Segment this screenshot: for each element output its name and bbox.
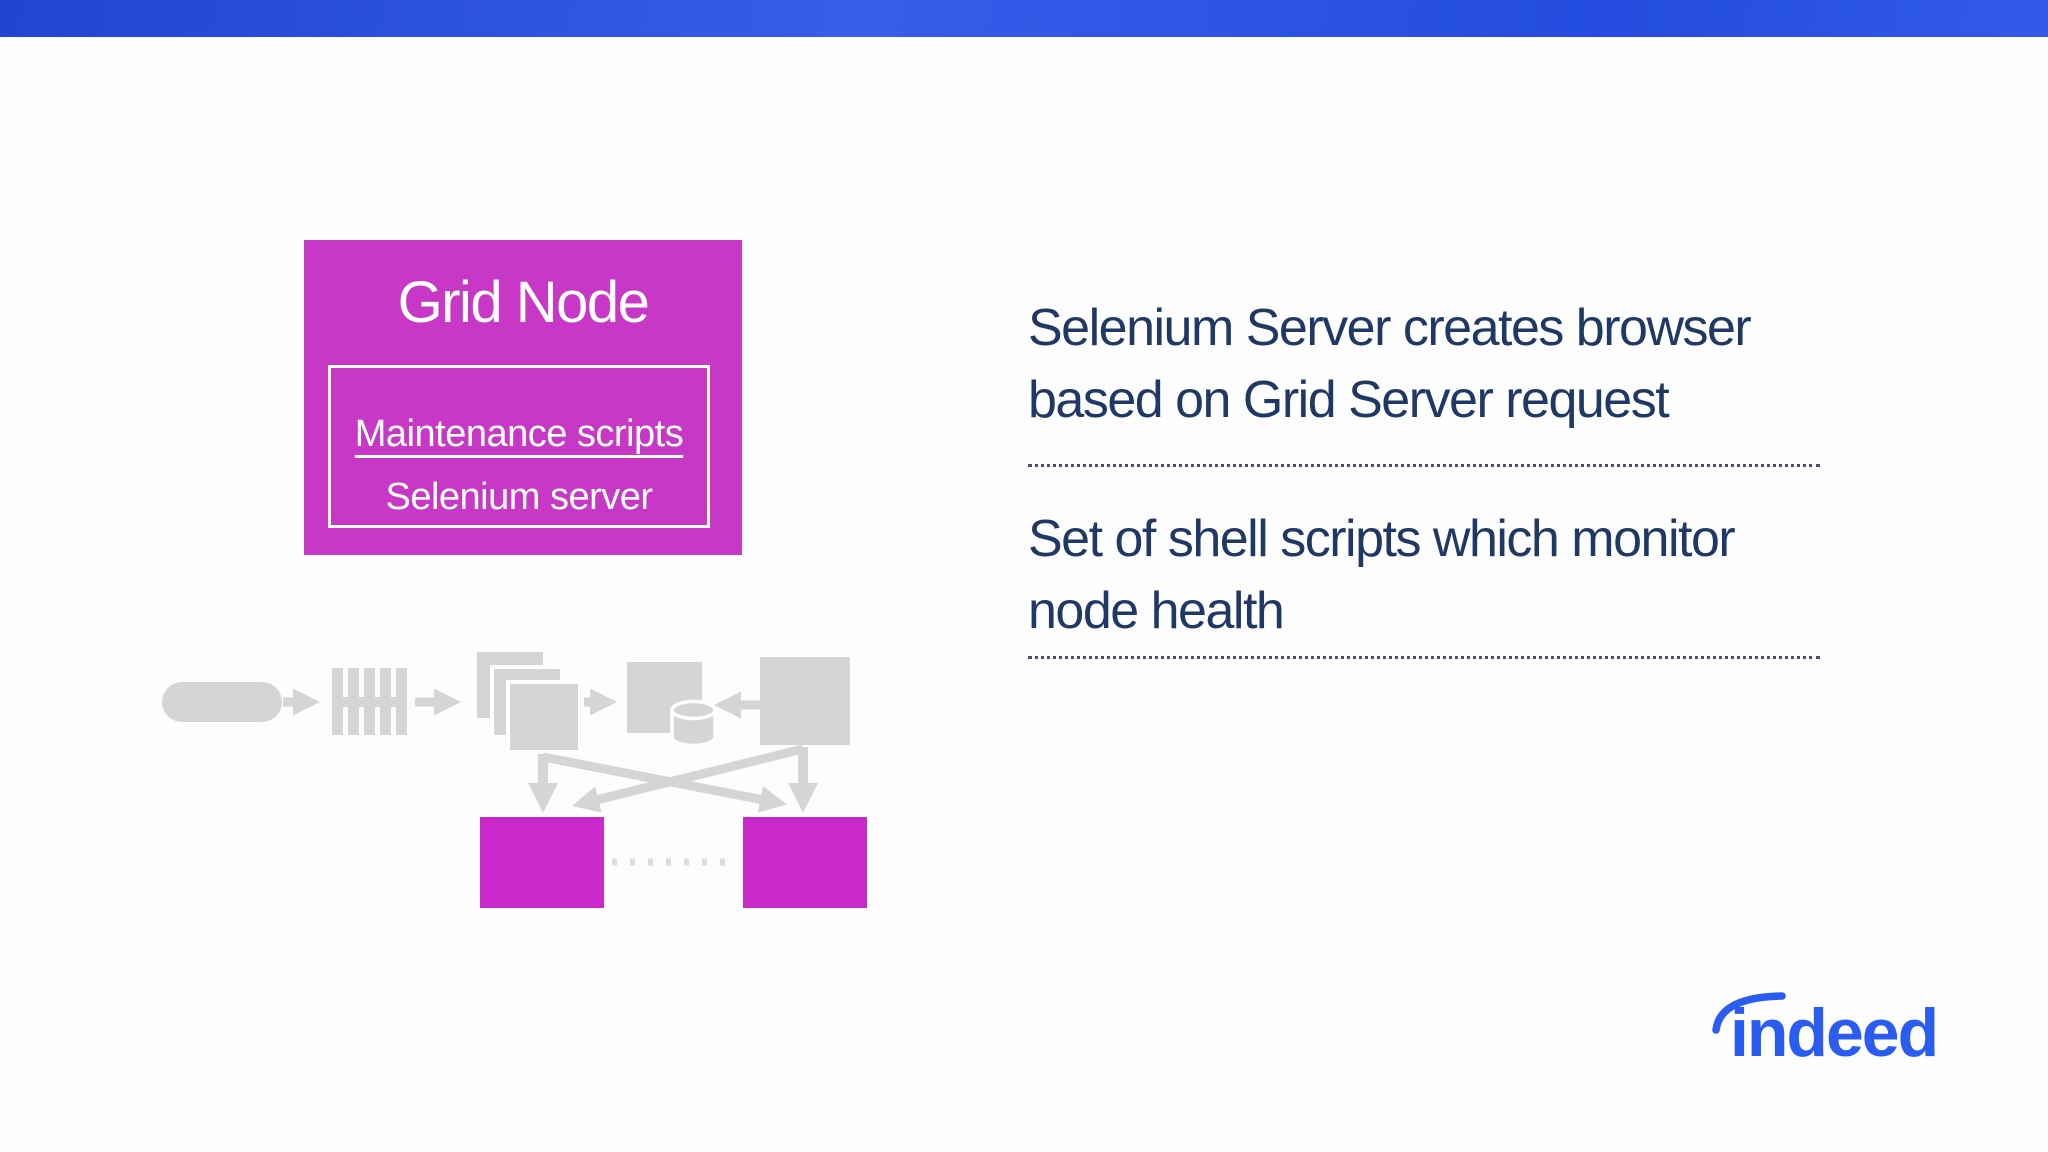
architecture-diagram [162, 648, 867, 908]
grid-node-title: Grid Node [397, 270, 650, 335]
indeed-arc-icon [1712, 992, 1786, 1034]
grid-node-item-maintenance-scripts: Maintenance scripts [354, 413, 684, 455]
indeed-logo-text: indeed [1730, 995, 1939, 1071]
queue-icon [332, 668, 407, 735]
indeed-logo: indeed [1700, 985, 1990, 1080]
grid-node-box: Grid Node Maintenance scripts Selenium s… [304, 240, 742, 555]
grid-node-right [743, 817, 867, 908]
grid-server-square-icon [760, 657, 850, 745]
database-cylinder-icon [670, 699, 717, 748]
notes: Selenium Server creates browser based on… [1028, 292, 1820, 659]
grid-node-item-selenium-server: Selenium server [385, 476, 653, 519]
arrow-gridserver-to-left-node [572, 744, 805, 813]
note-shell-scripts: Set of shell scripts which monitor node … [1028, 503, 1820, 659]
grid-node-inner-box: Maintenance scripts Selenium server [328, 365, 710, 528]
note-line: Set of shell scripts which monitor [1028, 510, 1736, 568]
note-selenium-server: Selenium Server creates browser based on… [1028, 292, 1820, 467]
pill-node-icon [162, 682, 282, 722]
grid-node-left [480, 817, 604, 908]
note-line: Selenium Server creates browser [1028, 299, 1752, 357]
stacked-pages-icon [473, 648, 582, 754]
top-accent-bar [0, 0, 2048, 37]
note-line: based on Grid Server request [1028, 371, 1670, 429]
note-line: node health [1028, 582, 1285, 640]
